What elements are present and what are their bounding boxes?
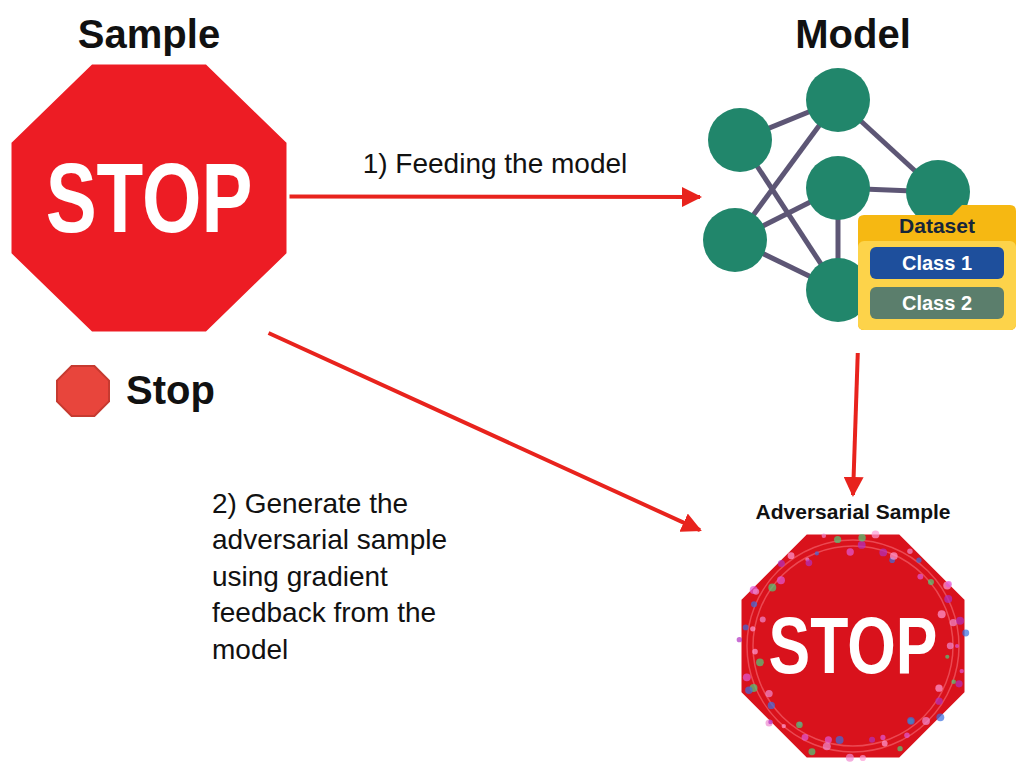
noise-speck xyxy=(947,642,954,649)
folder-front xyxy=(858,241,1016,330)
noise-speck xyxy=(962,629,969,636)
noise-speck xyxy=(956,617,964,625)
noise-speck xyxy=(959,669,963,673)
noise-speck xyxy=(916,558,921,563)
noise-speck xyxy=(768,702,775,709)
noise-speck xyxy=(743,625,749,631)
noise-speck xyxy=(834,536,841,543)
noise-speck xyxy=(808,748,815,755)
class-fill xyxy=(870,287,1004,319)
noise-speck xyxy=(847,548,854,555)
noise-speck xyxy=(766,719,773,726)
stop-octagon xyxy=(740,533,966,759)
noise-speck xyxy=(750,626,755,631)
noise-speck xyxy=(944,595,952,603)
noise-speck xyxy=(935,697,942,704)
noise-speck xyxy=(880,735,885,740)
sample-sign: SampleSTOP xyxy=(10,8,288,333)
noise-speck xyxy=(955,644,959,648)
node-heading: Adversarial Sample xyxy=(700,497,1006,527)
noise-speck xyxy=(955,680,962,687)
noise-speck xyxy=(737,637,742,642)
noise-speck xyxy=(765,690,772,697)
noise-speck xyxy=(917,574,923,580)
neuron xyxy=(703,208,767,272)
noise-speck xyxy=(743,673,751,681)
noise-speck xyxy=(777,576,785,584)
noise-speck xyxy=(836,736,844,744)
dataset-folder: Class 1 Class 2 Dataset xyxy=(858,205,1016,330)
stop-icon xyxy=(57,366,109,416)
neuron xyxy=(708,108,772,172)
adversarial-noise xyxy=(737,530,970,761)
noise-speck xyxy=(815,551,819,555)
neuron xyxy=(806,156,870,220)
noise-speck xyxy=(753,588,759,594)
sign-text: STOP xyxy=(765,533,941,759)
sign-text: STOP xyxy=(41,63,258,333)
noise-speck xyxy=(756,658,764,666)
noise-speck xyxy=(768,584,776,592)
class-label: Class 2 xyxy=(870,287,1004,319)
noise-speck xyxy=(922,717,930,725)
noise-speck xyxy=(872,530,880,538)
noise-speck xyxy=(938,610,946,618)
adversarial-sign: Adversarial SampleSTOP xyxy=(700,495,1006,761)
edge-label: 1) Feeding the model xyxy=(298,146,692,182)
node-heading: Model xyxy=(700,8,1006,60)
noise-speck xyxy=(950,619,957,626)
connectors xyxy=(269,197,858,531)
noise-speck xyxy=(796,721,803,728)
noise-speck xyxy=(928,579,934,585)
noise-speck xyxy=(858,534,865,541)
folder-back xyxy=(858,205,1016,330)
noise-speck xyxy=(846,754,854,762)
noise-speck xyxy=(869,737,875,743)
noise-speck xyxy=(806,559,813,566)
class-label: Class 1 xyxy=(870,247,1004,279)
noise-speck xyxy=(946,581,952,587)
noise-speck xyxy=(745,687,752,694)
noise-speck xyxy=(802,734,809,741)
node-heading: Sample xyxy=(10,8,288,60)
noise-speck xyxy=(778,560,785,567)
class-fill xyxy=(870,247,1004,279)
noise-speck xyxy=(890,552,898,560)
noise-speck xyxy=(882,741,888,747)
model-node: Class 1 Class 2 Dataset Model xyxy=(700,8,1021,353)
noise-speck xyxy=(907,549,912,554)
noise-speck xyxy=(858,541,866,549)
noise-speck xyxy=(943,581,951,589)
noise-speck xyxy=(788,552,795,559)
edge-label: 2) Generate the adversarial sample using… xyxy=(212,486,484,668)
neuron xyxy=(806,68,870,132)
noise-speck xyxy=(945,655,949,659)
class-box: Class 1 xyxy=(870,247,1004,279)
noise-speck xyxy=(768,720,773,725)
folder-label: Dataset xyxy=(858,213,1016,239)
noise-speck xyxy=(822,534,826,538)
noise-speck xyxy=(897,746,902,751)
noise-speck xyxy=(951,679,956,684)
noise-speck xyxy=(823,742,831,750)
flow-arrow xyxy=(853,353,858,495)
noise-speck xyxy=(751,601,757,607)
noise-speck xyxy=(904,733,910,739)
noise-speck xyxy=(879,549,887,557)
flow-arrow xyxy=(288,195,700,200)
noise-speck xyxy=(936,713,944,721)
noise-speck xyxy=(825,736,832,743)
noise-speck xyxy=(752,649,758,655)
noise-speck xyxy=(760,617,766,623)
legend-label: Stop xyxy=(126,364,215,416)
noise-speck xyxy=(907,717,915,725)
stop-octagon xyxy=(10,63,288,333)
noise-speck xyxy=(782,724,786,728)
noise-speck xyxy=(860,755,866,761)
class-box: Class 2 xyxy=(870,287,1004,319)
